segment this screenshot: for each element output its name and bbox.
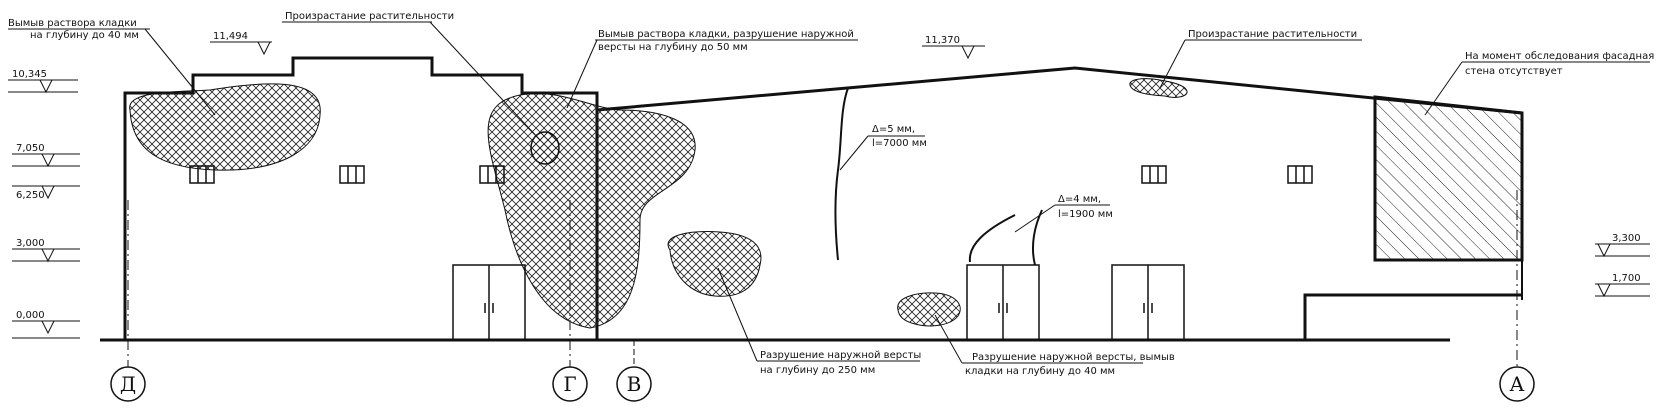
level-3300: 3,300	[1612, 233, 1641, 244]
axis-label-v: В	[627, 372, 642, 396]
note-destruction-250-line2: на глубину до 250 мм	[760, 365, 875, 376]
note-wall-absent-line2: стена отсутствует	[1465, 66, 1563, 77]
level-10345: 10,345	[12, 69, 47, 80]
door-2	[966, 264, 1040, 341]
level-3000: 3,000	[16, 238, 45, 249]
note-crack-1-line1: Δ=5 мм,	[872, 124, 915, 135]
level-mark-7050: 7,050	[12, 143, 80, 168]
level-0000: 0,000	[16, 310, 45, 321]
level-11370: 11,370	[925, 35, 960, 46]
note-wall-absent-line1: На момент обследования фасадная	[1465, 51, 1654, 62]
axis-marker-v: В	[616, 340, 652, 402]
note-vegetation-1: Произрастание растительности	[282, 11, 541, 141]
level-7050: 7,050	[16, 143, 45, 154]
note-crack-2: Δ=4 мм, l=1900 мм	[1055, 194, 1113, 220]
axis-label-g: Г	[563, 372, 576, 396]
note-washout-50: Вымыв раствора кладки, разрушение наружн…	[566, 29, 858, 109]
crack-1	[834, 87, 849, 261]
door-1	[452, 264, 526, 341]
note-washout-40: Вымыв раствора кладки на глубину до 40 м…	[8, 18, 216, 116]
axis-marker-a: А	[1499, 366, 1535, 402]
note-crack-1-line2: l=7000 мм	[872, 138, 927, 149]
crack-2b	[1032, 209, 1043, 266]
level-mark-3000: 3,000	[12, 238, 80, 263]
level-mark-1700: 1,700	[1595, 273, 1650, 298]
note-vegetation-1-text: Произрастание растительности	[285, 11, 454, 22]
note-wall-absent: На момент обследования фасадная стена от…	[1424, 51, 1654, 116]
level-mark-6250: 6,250	[12, 185, 80, 201]
crack-2a	[968, 214, 1016, 263]
note-washout-50-line1: Вымыв раствора кладки, разрушение наружн…	[598, 29, 854, 40]
window-5	[1287, 165, 1313, 184]
level-mark-11370: 11,370	[922, 35, 985, 60]
note-destruction-40-line1: Разрушение наружной версты, вымыв	[972, 352, 1175, 363]
axis-label-a: А	[1509, 372, 1524, 396]
level-6250: 6,250	[16, 190, 45, 201]
axis-label-d: Д	[120, 372, 136, 396]
crack-2-leader	[1014, 204, 1056, 233]
level-mark-11494: 11,494	[210, 31, 272, 56]
note-destruction-40: Разрушение наружной версты, вымыв кладки…	[934, 314, 1175, 377]
note-crack-1: Δ=5 мм, l=7000 мм	[868, 124, 927, 149]
door-3	[1111, 264, 1185, 341]
vegetation-spot-2	[1129, 78, 1188, 98]
level-mark-0000: 0,000	[12, 310, 80, 339]
missing-wall-area	[1373, 95, 1524, 262]
note-washout-50-line2: версты на глубину до 50 мм	[598, 42, 748, 53]
window-1	[189, 165, 215, 184]
note-vegetation-2: Произрастание растительности	[1159, 29, 1362, 89]
axis-marker-d: Д	[110, 366, 146, 402]
damage-zone-washout-50	[487, 93, 696, 329]
note-vegetation-2-text: Произрастание растительности	[1188, 29, 1357, 40]
damage-zone-destruction-40	[897, 292, 961, 327]
note-destruction-250: Разрушение наружной версты на глубину до…	[717, 267, 921, 376]
note-destruction-250-line1: Разрушение наружной версты	[760, 350, 921, 361]
level-mark-3300: 3,300	[1595, 233, 1650, 258]
note-destruction-40-line2: кладки на глубину до 40 мм	[965, 366, 1115, 377]
note-washout-40-line1: Вымыв раствора кладки	[8, 18, 137, 29]
note-crack-2-line2: l=1900 мм	[1058, 209, 1113, 220]
window-4	[1141, 165, 1167, 184]
note-crack-2-line1: Δ=4 мм,	[1058, 194, 1101, 205]
damage-zone-destruction-250	[667, 231, 762, 297]
window-2	[339, 165, 365, 184]
axis-marker-g: Г	[552, 366, 588, 402]
window-3	[479, 165, 505, 184]
note-washout-40-line2: на глубину до 40 мм	[30, 30, 139, 41]
damage-zone-washout-40	[129, 83, 321, 171]
level-mark-10345: 10,345	[8, 69, 78, 94]
crack-1-leader	[839, 135, 869, 171]
level-11494: 11,494	[213, 31, 248, 42]
level-1700: 1,700	[1612, 273, 1641, 284]
vegetation-spot-1	[530, 131, 560, 165]
